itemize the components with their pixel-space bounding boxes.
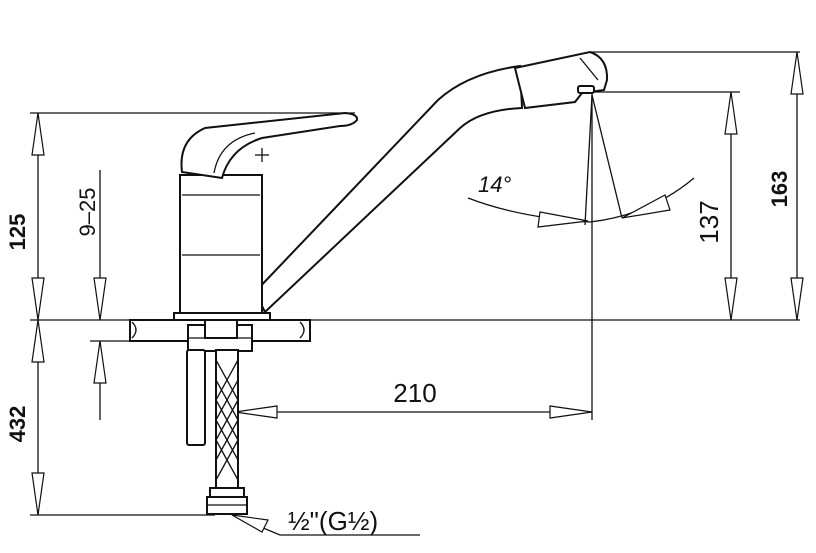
dimension-9-25: 9–25	[75, 170, 107, 420]
dimension-137: 137	[694, 91, 738, 321]
label-432: 432	[5, 406, 30, 443]
swivel-angle-indicator: 14°	[467, 94, 695, 228]
faucet-body	[179, 174, 263, 314]
label-137: 137	[694, 200, 724, 243]
dimension-210: 210	[234, 378, 593, 419]
label-210: 210	[393, 378, 436, 408]
extension-lines	[30, 51, 800, 516]
label-14-deg: 14°	[478, 172, 511, 197]
label-125: 125	[5, 214, 30, 251]
label-9-25: 9–25	[75, 188, 100, 237]
thread-callout: ½"(G½)	[231, 506, 420, 536]
mounting-nut	[186, 319, 253, 446]
dimension-432: 432	[5, 319, 45, 516]
lever-handle	[180, 111, 359, 180]
label-163: 163	[767, 171, 792, 208]
dimension-125: 125	[5, 112, 45, 321]
spout	[253, 50, 609, 314]
label-thread: ½"(G½)	[288, 506, 378, 536]
flexible-hose	[206, 349, 248, 515]
dimension-163: 163	[767, 51, 804, 321]
